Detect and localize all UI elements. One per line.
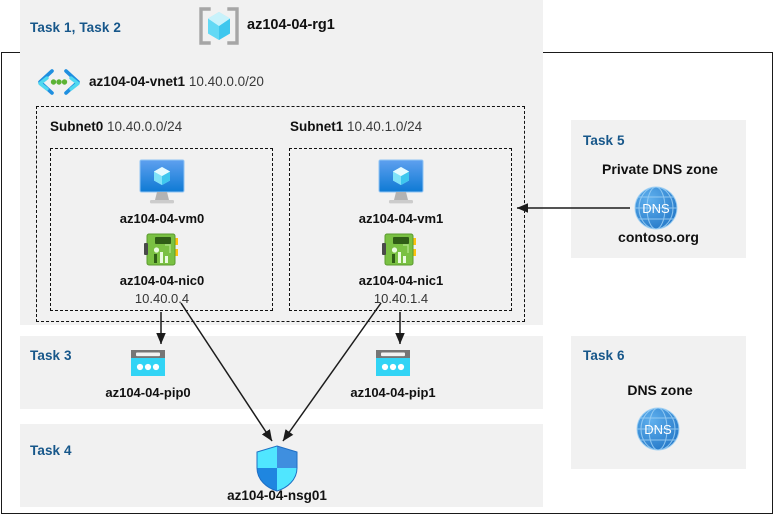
resource-group-icon — [196, 5, 242, 47]
task-label-4: Task 4 — [30, 443, 72, 458]
public-ip-address-icon — [129, 348, 167, 380]
subnet1-cidr: 10.40.1.0/24 — [347, 119, 423, 134]
task-label-6: Task 6 — [583, 348, 625, 363]
task-label-3: Task 3 — [30, 348, 72, 363]
network-interface-icon — [143, 231, 183, 269]
subnet0-name: Subnet0 — [50, 119, 104, 134]
subnets-wrapper — [36, 106, 525, 322]
dns-zone-icon: DNS — [632, 184, 680, 232]
virtual-network-icon — [34, 68, 84, 96]
nic0-label: az104-04-nic0 — [119, 273, 205, 288]
nic1-ip: 10.40.1.4 — [373, 291, 429, 306]
dns-icon-text: DNS — [644, 422, 672, 437]
dns-icon-text: DNS — [642, 201, 670, 216]
nic1-label: az104-04-nic1 — [358, 273, 444, 288]
public-ip-address-icon — [374, 348, 412, 380]
virtual-machine-icon — [136, 157, 188, 205]
pip1-label: az104-04-pip1 — [350, 385, 436, 400]
task-label-1-2: Task 1, Task 2 — [30, 20, 121, 35]
nic0-ip: 10.40.0.4 — [134, 291, 190, 306]
private-dns-zone-name: contoso.org — [618, 229, 699, 245]
vnet-header: az104-04-vnet1 10.40.0.0/20 — [89, 74, 264, 89]
pip0-label: az104-04-pip0 — [105, 385, 191, 400]
network-interface-icon — [381, 231, 421, 269]
subnet0-cidr: 10.40.0.0/24 — [107, 119, 183, 134]
subnet1-header: Subnet1 10.40.1.0/24 — [290, 119, 422, 134]
resource-group-name: az104-04-rg1 — [247, 17, 335, 33]
subnet0-box — [50, 148, 273, 311]
dns-zone-icon: DNS — [634, 405, 682, 453]
vnet-name: az104-04-vnet1 — [89, 74, 186, 89]
vm0-label: az104-04-vm0 — [119, 211, 205, 226]
virtual-machine-icon — [375, 157, 427, 205]
panel-task-3 — [20, 336, 543, 409]
vm1-label: az104-04-vm1 — [358, 211, 444, 226]
dns-zone-title: DNS zone — [627, 382, 693, 398]
subnet1-box — [289, 148, 512, 311]
subnet0-header: Subnet0 10.40.0.0/24 — [50, 119, 182, 134]
vnet-cidr: 10.40.0.0/20 — [188, 74, 264, 89]
network-security-group-icon — [254, 444, 300, 492]
subnet1-name: Subnet1 — [290, 119, 344, 134]
nsg-label: az104-04-nsg01 — [227, 488, 327, 503]
panel-task-1-2 — [20, 0, 543, 325]
task-label-5: Task 5 — [583, 133, 625, 148]
private-dns-zone-title: Private DNS zone — [602, 161, 718, 177]
